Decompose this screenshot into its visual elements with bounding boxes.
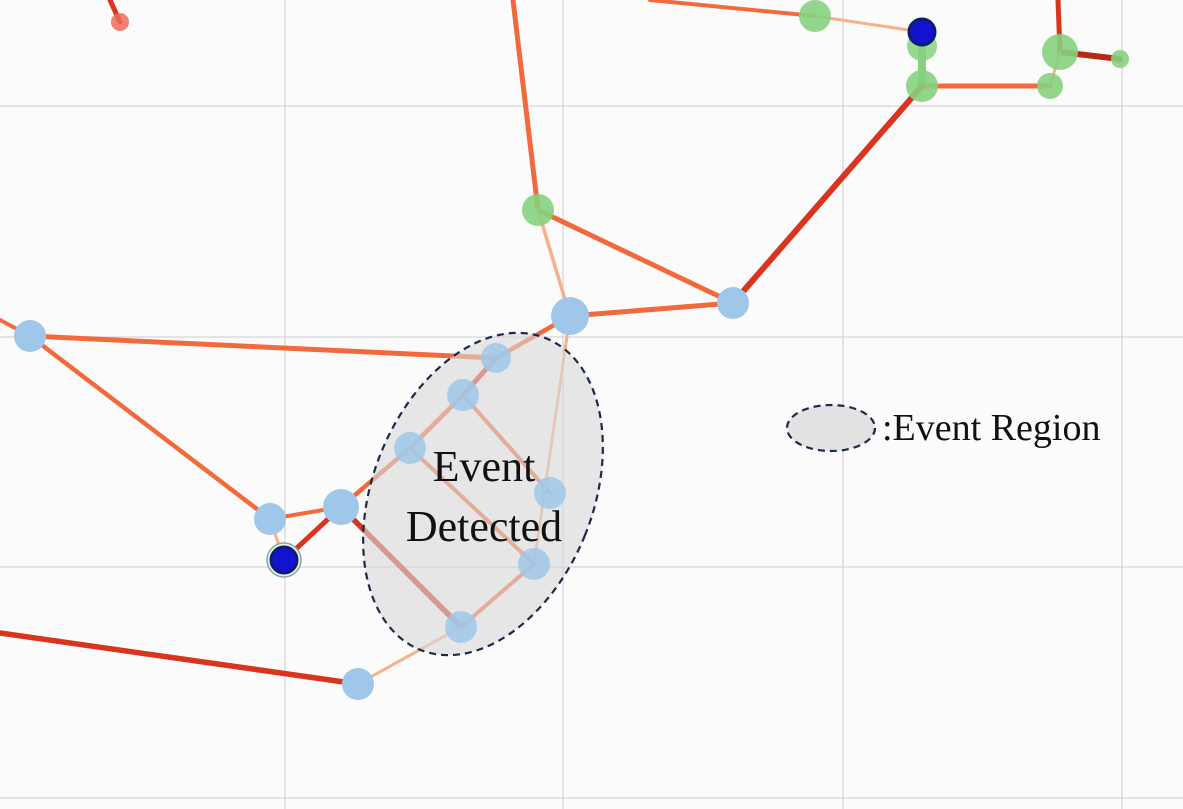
markers: [266, 17, 937, 578]
node-blue: [254, 503, 286, 535]
edge: [567, 300, 736, 319]
legend: :Event Region: [785, 403, 1100, 453]
legend-swatch: [785, 403, 877, 453]
edge: [813, 14, 924, 34]
legend-label: :Event Region: [882, 407, 1100, 449]
node-blue: [323, 489, 359, 525]
edge: [535, 207, 736, 306]
marker-dot: [907, 17, 937, 47]
event-label-line2: Detected: [406, 502, 562, 551]
node-green: [906, 70, 938, 102]
node-blue: [394, 432, 426, 464]
node-blue: [534, 477, 566, 509]
edge: [0, 630, 361, 687]
node-green: [1111, 50, 1129, 68]
node-red: [111, 13, 129, 31]
edge: [648, 0, 817, 18]
node-blue: [717, 287, 749, 319]
node-blue: [342, 668, 374, 700]
node-blue: [518, 548, 550, 580]
edge: [27, 333, 273, 522]
marker-dot: [269, 545, 299, 575]
edge: [730, 83, 925, 306]
node-green: [1037, 73, 1063, 99]
node-green: [799, 0, 831, 32]
node-blue: [14, 320, 46, 352]
node-green: [1042, 34, 1078, 70]
node-blue: [447, 379, 479, 411]
edge: [510, 0, 541, 213]
edge: [27, 333, 499, 361]
node-blue: [481, 343, 511, 373]
node-blue: [445, 611, 477, 643]
node-blue: [551, 297, 589, 335]
nodes: [14, 0, 1129, 700]
node-green: [522, 194, 554, 226]
event-label-line1: Event: [433, 442, 536, 491]
